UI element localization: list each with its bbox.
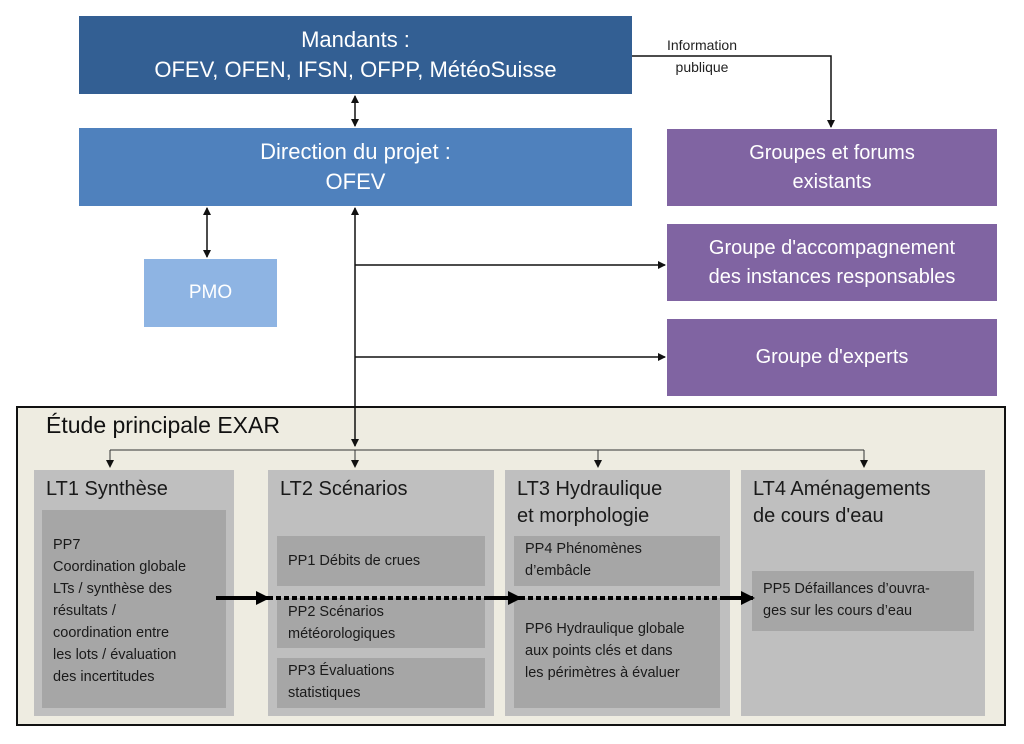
package-pp6: PP6 Hydraulique globale aux points clés …	[514, 598, 720, 708]
pp7-line: les lots / évaluation	[53, 647, 177, 663]
mandants-list: OFEV, OFEN, IFSN, OFPP, MétéoSuisse	[154, 57, 557, 82]
pp7-line: des incertitudes	[53, 669, 155, 685]
lot-lt4-title-line2: de cours d'eau	[753, 505, 884, 527]
pp1-line: PP1 Débits de crues	[288, 553, 421, 569]
lot-lt4-title-line1: LT4 Aménagements	[753, 478, 931, 500]
pp3-line: statistiques	[288, 685, 361, 701]
group-accompagnement-line1: Groupe d'accompagnement	[708, 236, 956, 259]
pp7-line: coordination entre	[53, 625, 170, 641]
group-forums-line1: Groupes et forums	[749, 141, 915, 164]
group-accompagnement-line2: des instances responsables	[708, 265, 956, 288]
pp2-line: météorologiques	[288, 626, 396, 642]
pmo-label: PMO	[188, 282, 233, 303]
pp5-line: PP5 Défaillances d’ouvra-	[763, 581, 930, 597]
mandants-title: Mandants :	[301, 27, 410, 52]
direction-title: Direction du projet :	[260, 139, 451, 164]
lot-lt2-title: LT2 Scénarios	[280, 478, 408, 500]
lot-lt3-title-line2: et morphologie	[517, 505, 650, 527]
pp7-line: PP7	[53, 537, 81, 553]
pp6-line: les périmètres à évaluer	[525, 665, 680, 681]
lot-lt3-title-line1: LT3 Hydraulique	[517, 478, 663, 500]
package-pp7: PP7 Coordination globale LTs / synthèse …	[42, 510, 226, 708]
direction-org: OFEV	[325, 169, 386, 194]
info-publique-label: Information publique	[652, 34, 752, 78]
info-label-line2: publique	[675, 59, 729, 75]
pp2-line: PP2 Scénarios	[288, 604, 384, 620]
pp6-line: PP6 Hydraulique globale	[525, 621, 685, 637]
group-forums-box: Groupes et forums existants	[667, 129, 997, 206]
pp6-line: aux points clés et dans	[525, 643, 673, 659]
group-experts-box: Groupe d'experts	[667, 319, 997, 396]
package-pp3: PP3 Évaluations statistiques	[277, 658, 485, 708]
pp4-line: PP4 Phénomènes	[525, 541, 642, 557]
exar-title: Étude principale EXAR	[46, 412, 280, 438]
direction-box: Direction du projet : OFEV	[79, 128, 632, 206]
pp7-line: résultats /	[53, 603, 116, 619]
group-experts-line1: Groupe d'experts	[755, 346, 909, 368]
info-label-line1: Information	[666, 37, 738, 53]
group-accompagnement-box: Groupe d'accompagnement des instances re…	[667, 224, 997, 301]
package-pp1: PP1 Débits de crues	[277, 536, 485, 586]
package-pp4: PP4 Phénomènes d’embâcle	[514, 536, 720, 586]
group-forums-line2: existants	[792, 170, 872, 193]
package-pp5: PP5 Défaillances d’ouvra- ges sur les co…	[752, 571, 974, 631]
lot-lt1-title: LT1 Synthèse	[46, 478, 168, 500]
pp7-line: Coordination globale	[53, 559, 187, 575]
pp7-line: LTs / synthèse des	[53, 581, 173, 597]
mandants-box: Mandants : OFEV, OFEN, IFSN, OFPP, Météo…	[79, 16, 632, 94]
pp3-line: PP3 Évaluations	[288, 663, 395, 679]
package-pp2: PP2 Scénarios météorologiques	[277, 598, 485, 648]
pp5-line: ges sur les cours d’eau	[763, 603, 913, 619]
pmo-box: PMO	[144, 259, 277, 327]
pp4-line: d’embâcle	[525, 563, 592, 579]
arrow-info-publique	[632, 55, 835, 128]
